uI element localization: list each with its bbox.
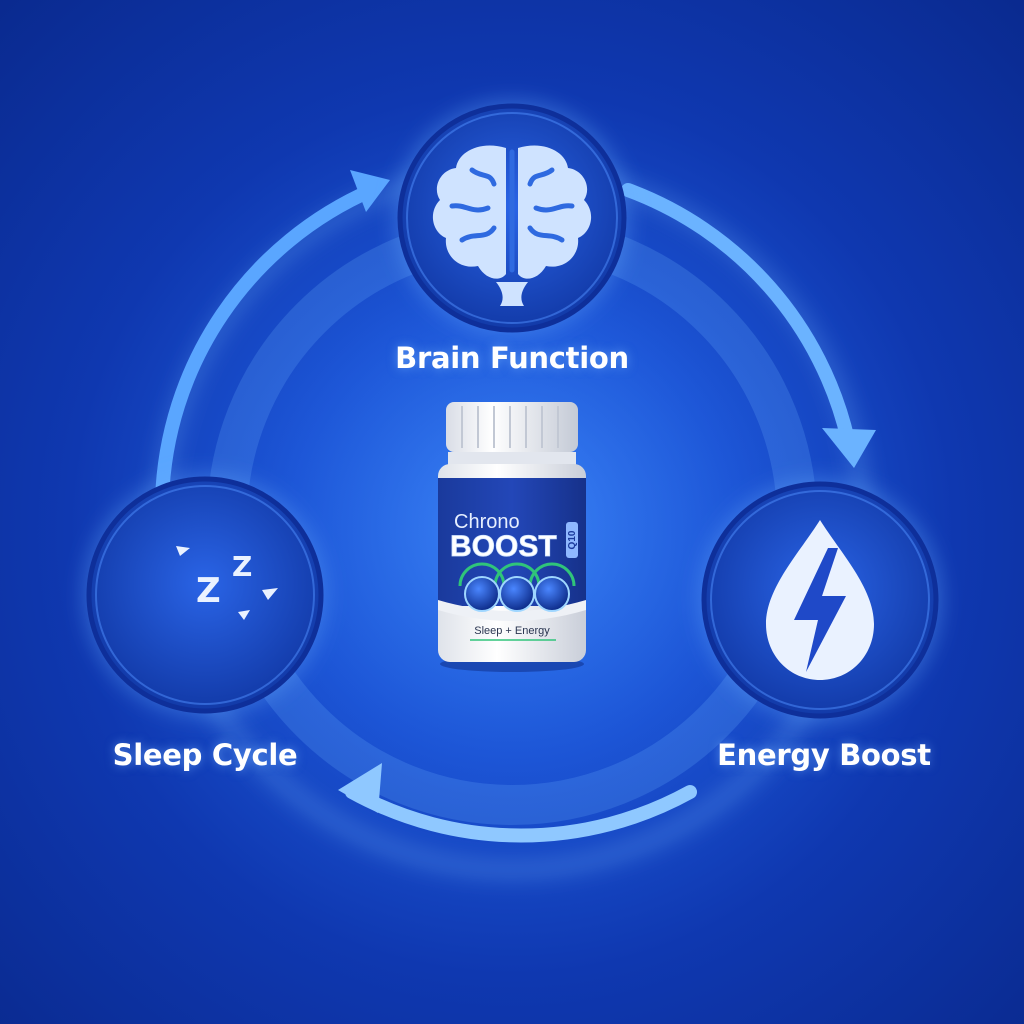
brain-icon <box>432 145 592 306</box>
node-brain <box>394 100 630 336</box>
arc-energy-to-sleep <box>345 785 697 843</box>
moon-sleep-icon: Z Z <box>146 532 282 665</box>
label-dots <box>458 562 576 612</box>
lightning-drop-icon <box>766 520 874 680</box>
node-sleep: Z Z <box>83 473 327 717</box>
arrowhead-to-sleep <box>338 763 382 813</box>
arc-sleep-to-brain <box>155 183 379 507</box>
product-tagline: Sleep + Energy <box>474 625 550 637</box>
label-brain-function: Brain Function <box>395 341 629 375</box>
node-energy <box>698 478 942 722</box>
product-name-badge: Q10 <box>567 530 578 549</box>
arrowhead-to-brain <box>350 170 390 212</box>
arc-brain-to-energy <box>621 183 855 447</box>
product-name-line2: BOOST <box>450 530 557 563</box>
product-name-line1: Chrono <box>454 511 520 533</box>
arrowhead-to-energy <box>822 428 876 468</box>
label-sleep-cycle: Sleep Cycle <box>112 738 298 772</box>
cycle-arrows <box>155 170 876 843</box>
label-energy-boost: Energy Boost <box>717 738 931 772</box>
z-glyph-2: Z <box>232 550 252 583</box>
z-glyph-1: Z <box>196 571 221 611</box>
product-bottle: Chrono BOOST Q10 Sleep + Energy <box>438 402 586 672</box>
